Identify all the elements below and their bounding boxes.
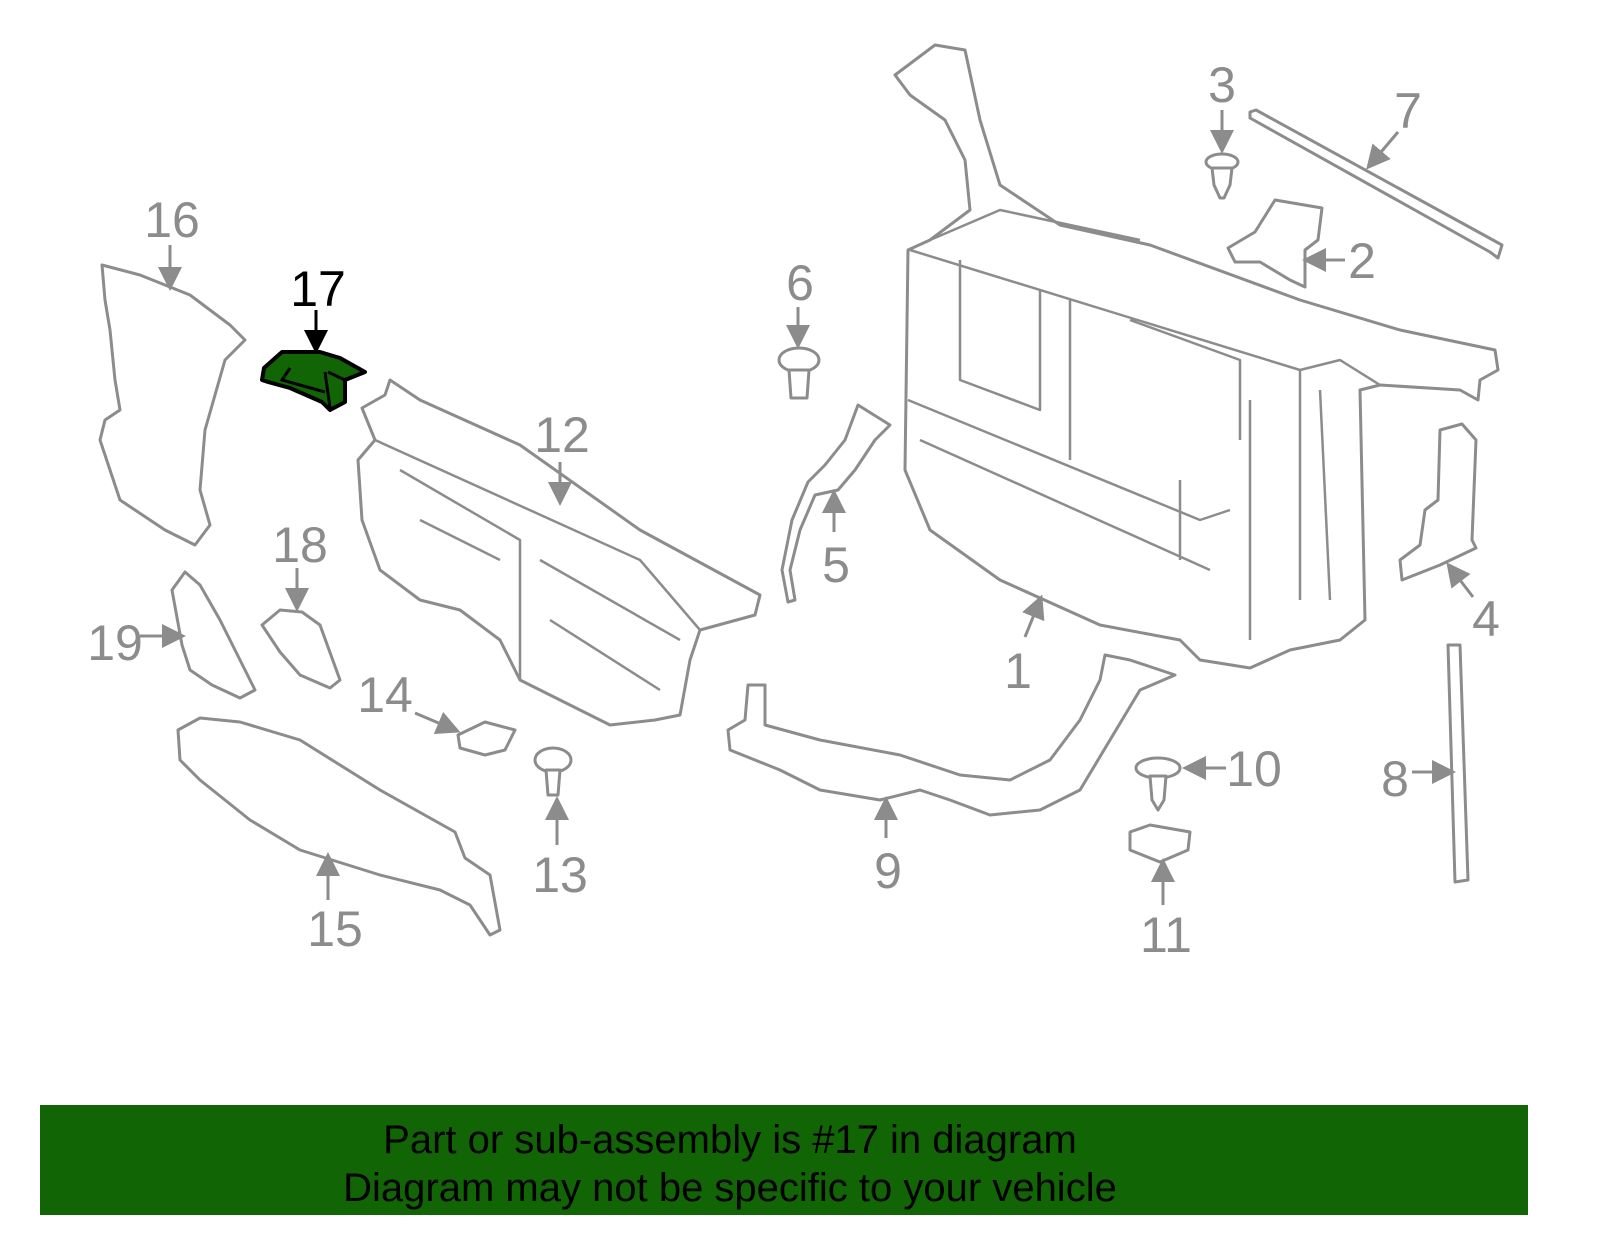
callout-4[interactable]: 4 bbox=[1472, 591, 1500, 647]
callout-3[interactable]: 3 bbox=[1208, 57, 1236, 113]
part-9-carrier-bracket[interactable] bbox=[726, 653, 1177, 817]
callout-arrow-14 bbox=[414, 711, 461, 735]
callout-11[interactable]: 11 bbox=[1140, 907, 1192, 963]
part-6-screw[interactable] bbox=[777, 346, 821, 400]
part-3-screw[interactable] bbox=[1204, 152, 1240, 200]
callout-9[interactable]: 9 bbox=[874, 843, 902, 899]
part-12-radiator-support[interactable] bbox=[356, 378, 762, 727]
callout-19[interactable]: 19 bbox=[87, 615, 143, 671]
callout-6[interactable]: 6 bbox=[786, 255, 814, 311]
part-8-seal-strip[interactable] bbox=[1446, 643, 1470, 884]
part-2-bracket[interactable] bbox=[1226, 198, 1324, 289]
info-banner: Part or sub-assembly is #17 in diagram D… bbox=[40, 1105, 1528, 1215]
callout-arrow-7 bbox=[1366, 131, 1400, 170]
callout-18[interactable]: 18 bbox=[272, 517, 328, 573]
banner-line-disclaimer: Diagram may not be specific to your vehi… bbox=[343, 1166, 1117, 1210]
callout-arrow-4 bbox=[1446, 562, 1475, 598]
part-5-hose-bracket[interactable] bbox=[780, 403, 892, 604]
callout-17[interactable]: 17 bbox=[290, 261, 346, 317]
part-18-bracket[interactable] bbox=[260, 608, 342, 690]
part-17-bracket-highlighted[interactable] bbox=[260, 350, 367, 412]
part-11-clip-nut[interactable] bbox=[1128, 823, 1192, 864]
part-16-air-duct[interactable] bbox=[98, 263, 247, 547]
part-1-front-carrier[interactable] bbox=[893, 43, 1500, 670]
callout-16[interactable]: 16 bbox=[144, 192, 200, 248]
callout-arrow-1 bbox=[1022, 594, 1045, 638]
callout-8[interactable]: 8 bbox=[1381, 751, 1409, 807]
callout-1[interactable]: 1 bbox=[1004, 643, 1032, 699]
part-13-bolt[interactable] bbox=[533, 746, 573, 797]
callout-13[interactable]: 13 bbox=[532, 847, 588, 903]
part-14-clip-nut[interactable] bbox=[456, 720, 517, 757]
callout-15[interactable]: 15 bbox=[307, 901, 363, 957]
part-7-seal-strip[interactable] bbox=[1248, 108, 1504, 260]
callout-14[interactable]: 14 bbox=[357, 667, 413, 723]
callout-5[interactable]: 5 bbox=[822, 537, 850, 593]
part-10-bolt[interactable] bbox=[1134, 756, 1182, 812]
part-19-bracket[interactable] bbox=[170, 570, 257, 700]
banner-line-part-number: Part or sub-assembly is #17 in diagram bbox=[383, 1118, 1077, 1162]
callout-7[interactable]: 7 bbox=[1394, 83, 1422, 139]
callout-12[interactable]: 12 bbox=[534, 407, 590, 463]
callout-10[interactable]: 10 bbox=[1226, 741, 1282, 797]
part-4-bracket[interactable] bbox=[1398, 422, 1478, 582]
part-15-air-duct[interactable] bbox=[176, 716, 502, 937]
callout-2[interactable]: 2 bbox=[1348, 233, 1376, 289]
